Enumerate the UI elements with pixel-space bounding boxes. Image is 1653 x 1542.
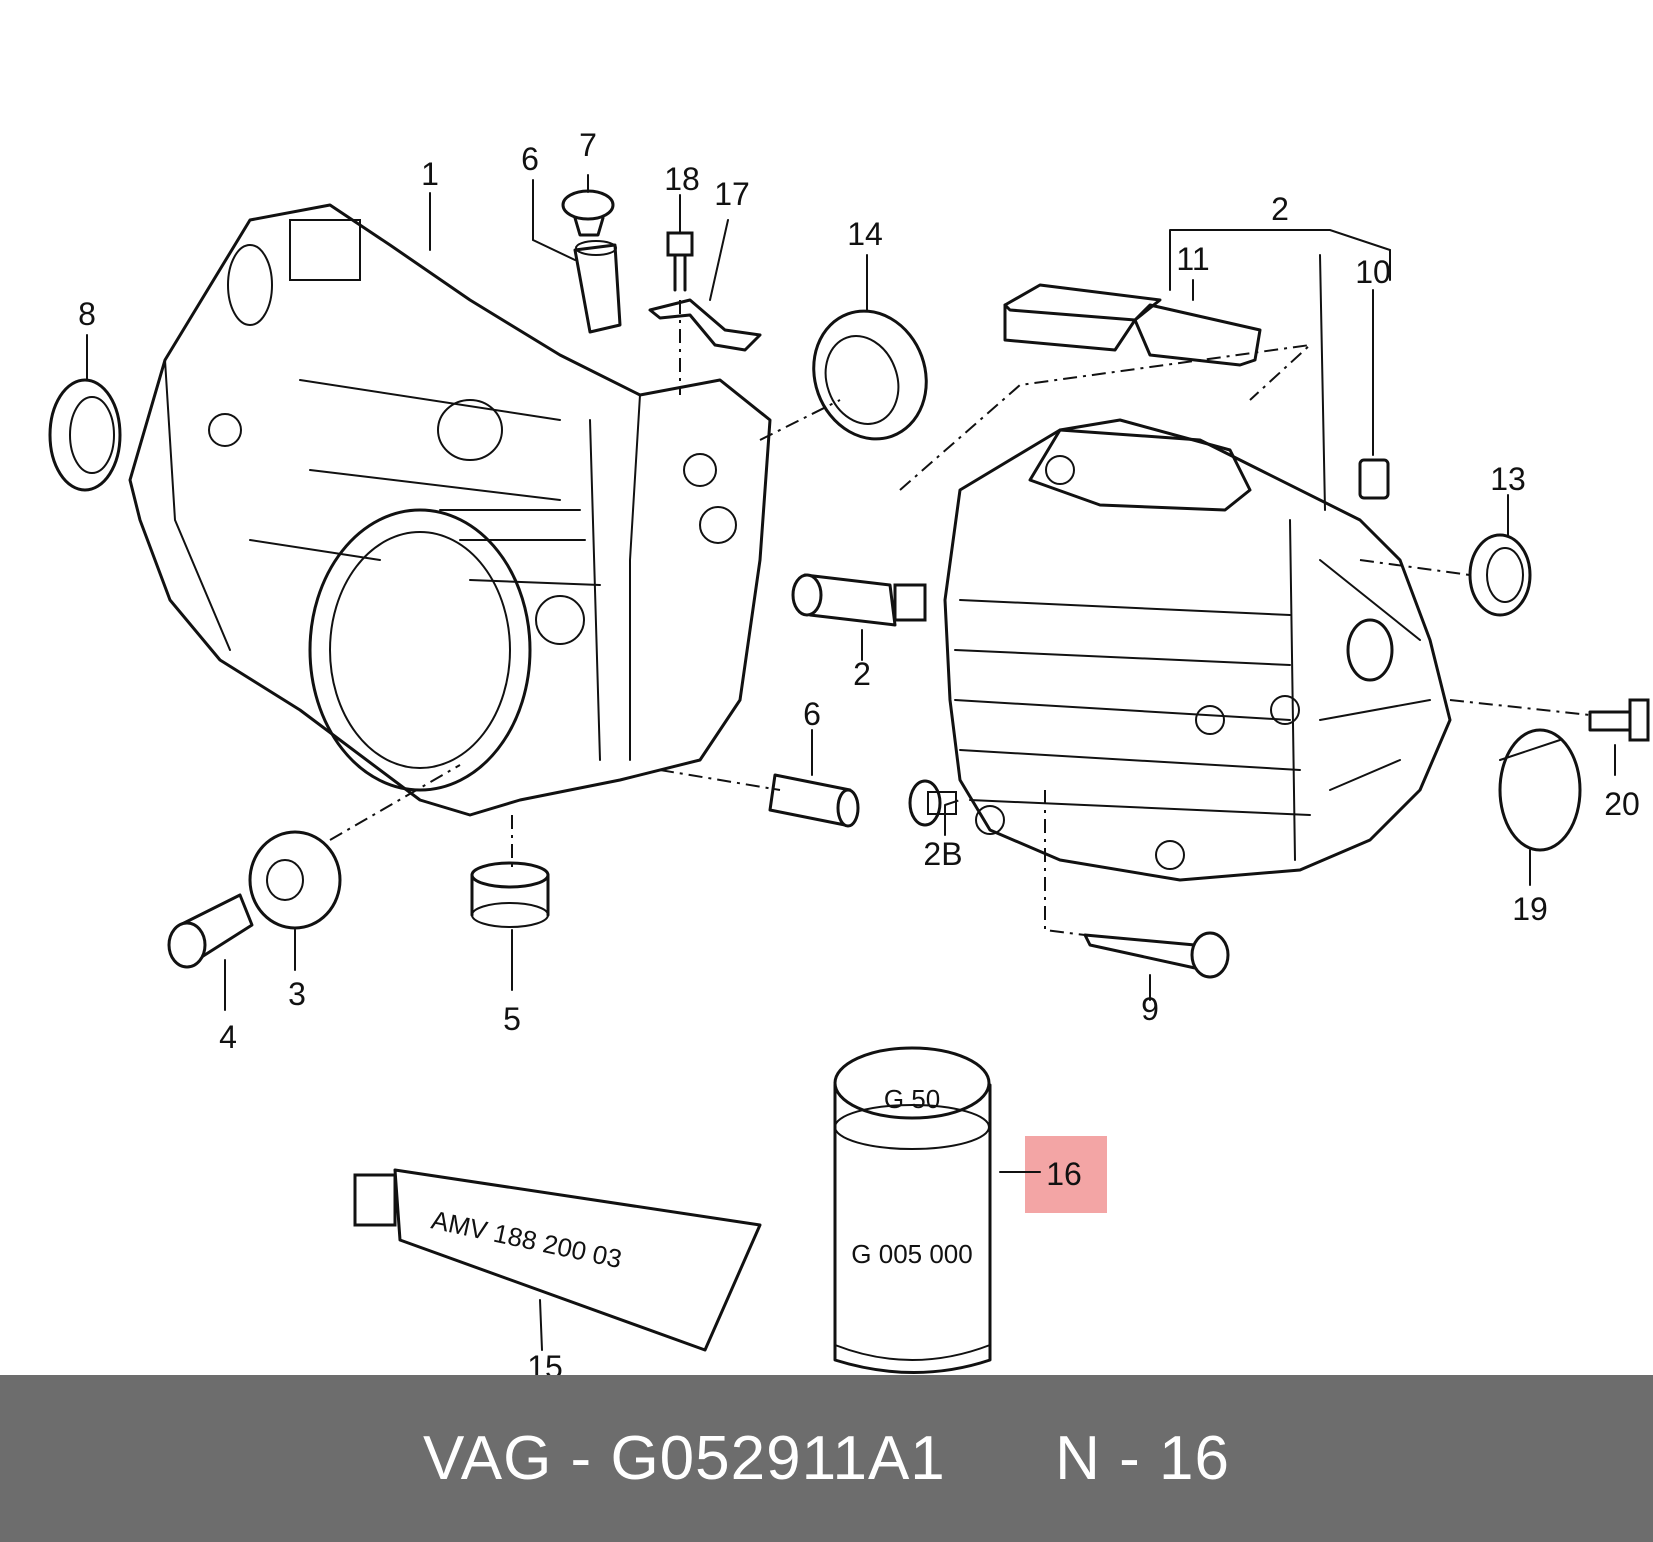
bearing-part-13 (1468, 533, 1532, 617)
callout-2b: 2B (923, 836, 962, 872)
callout-11: 11 (1176, 241, 1209, 277)
footer-position: N - 16 (1055, 1424, 1230, 1493)
callout-17: 17 (714, 176, 750, 212)
seal-part-8 (48, 378, 122, 492)
leader-lines (86, 174, 1616, 1351)
transmission-housing (128, 203, 772, 817)
footer-text: VAG - G052911A1 N - 16 (422, 1424, 1230, 1493)
screw-part-9 (1083, 931, 1230, 979)
cap-part-7 (561, 189, 615, 237)
can-body-text: G 005 000 (851, 1239, 972, 1269)
callout-14: 14 (847, 216, 883, 252)
callout-6-top: 6 (521, 141, 539, 177)
callout-7: 7 (579, 127, 597, 163)
callout-labels: 1 6 7 18 17 14 8 2 11 10 13 2 6 2B 20 19… (78, 127, 1640, 1375)
callout-15: 15 (527, 1349, 563, 1375)
can-lid-text: G 50 (884, 1084, 940, 1114)
oil-can-part-16: G 50 G 005 000 (833, 1046, 992, 1374)
callout-19: 19 (1512, 891, 1548, 927)
callout-2-top: 2 (1271, 191, 1289, 227)
part-number-footer: VAG - G052911A1 N - 16 (0, 1375, 1653, 1542)
callout-3: 3 (288, 976, 306, 1012)
clip-part-17 (648, 298, 762, 352)
callout-20: 20 (1604, 786, 1640, 822)
callout-8: 8 (78, 296, 96, 332)
seal-part-3 (248, 830, 342, 930)
callout-1: 1 (421, 156, 439, 192)
footer-brand: VAG (422, 1424, 553, 1493)
callout-5: 5 (503, 1001, 521, 1037)
sleeve-part-6-mid (768, 773, 860, 828)
callout-18: 18 (664, 161, 700, 197)
callout-10: 10 (1355, 254, 1391, 290)
sealant-tube-part-15: AMV 188 200 03 (353, 1168, 762, 1352)
transmission-parts-diagram: AMV 188 200 03 G 50 G 005 000 (48, 127, 1650, 1375)
callout-2-mid: 2 (853, 656, 871, 692)
bolt-part-20 (1588, 698, 1650, 742)
transmission-cover (943, 418, 1452, 882)
bearing-part-14 (812, 309, 928, 441)
callout-9: 9 (1141, 991, 1159, 1027)
footer-part-number: G052911A1 (610, 1424, 946, 1493)
plug-part-2b (908, 779, 957, 827)
shaft-part-2 (791, 573, 927, 627)
tube-print: AMV 188 200 03 (429, 1205, 625, 1275)
bolt-part-18 (666, 231, 694, 292)
tube-part-4 (167, 893, 254, 969)
sleeve-part-6-top (573, 240, 622, 334)
plug-part-10 (1358, 458, 1390, 500)
callout-13: 13 (1490, 461, 1526, 497)
callout-highlight (1025, 1136, 1107, 1213)
callout-16: 16 (1046, 1156, 1082, 1192)
callout-4: 4 (219, 1019, 237, 1055)
switch-part-11 (1003, 283, 1262, 367)
callout-6-mid: 6 (803, 696, 821, 732)
cover-part-19 (1498, 728, 1582, 852)
bushing-part-5 (470, 861, 550, 928)
